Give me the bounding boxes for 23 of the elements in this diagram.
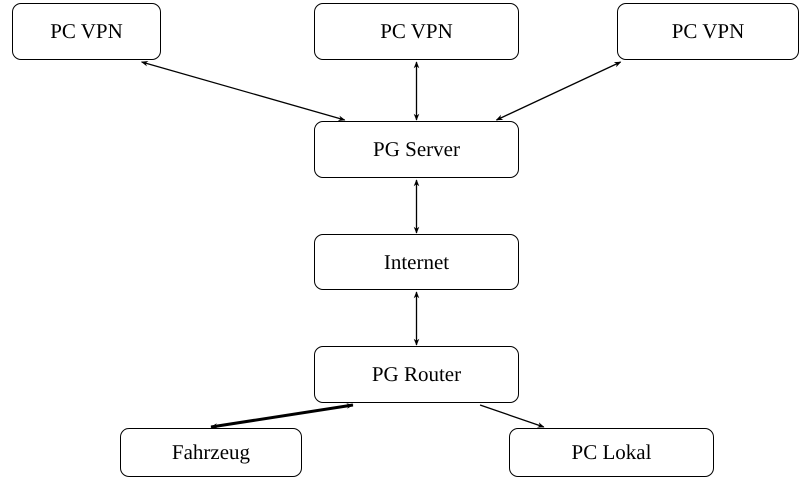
process-box (120, 428, 302, 477)
node-label: Fahrzeug (172, 440, 250, 465)
arrow (140, 61, 346, 121)
node-label: PC VPN (672, 19, 744, 44)
process-box (314, 3, 519, 60)
arrow (414, 61, 420, 121)
node-label: PG Server (373, 137, 460, 162)
process-box (12, 3, 161, 60)
arrow (496, 61, 622, 121)
process-box (509, 428, 714, 477)
arrow (414, 179, 420, 234)
node-label: PC VPN (50, 19, 123, 44)
node-label: PC Lokal (572, 440, 652, 465)
process-box (314, 121, 519, 178)
node-label: Internet (384, 250, 450, 274)
node-label: PG Router (372, 362, 462, 387)
process-box (617, 3, 799, 60)
node-label: PC VPN (380, 19, 453, 44)
process-box (314, 234, 519, 290)
arrow (210, 403, 354, 429)
arrow (480, 404, 544, 428)
process-box (314, 346, 519, 403)
arrow (414, 291, 420, 346)
